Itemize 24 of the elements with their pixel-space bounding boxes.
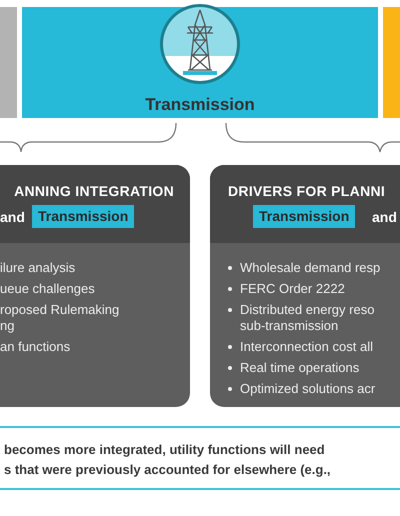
list-item: Distributed energy reso sub-transmission: [240, 302, 376, 334]
info-card: [210, 165, 400, 407]
list-item: Real time operations: [240, 360, 360, 376]
heading-text: and: [0, 208, 25, 227]
note-band: [0, 426, 400, 490]
list-item: Wholesale demand resp: [240, 260, 382, 276]
list-item: Optimized solutions acr: [240, 381, 376, 397]
heading-text: and: [372, 208, 397, 227]
list-item: Interconnection cost all: [240, 339, 374, 355]
list-item: an functions: [0, 339, 72, 355]
list-item: ilure analysis: [0, 260, 76, 276]
list-item: ueue challenges: [0, 281, 96, 297]
color-bar: [0, 7, 17, 118]
highlight-tag: Transmission: [32, 205, 134, 228]
band-title: Transmission: [144, 94, 256, 116]
list-item: FERC Order 2222: [240, 281, 346, 297]
card-heading: ANNING INTEGRATION: [14, 182, 174, 201]
note-text: s that were previously accounted for elsewhere (e.g.,: [4, 461, 331, 479]
info-card: [0, 165, 190, 407]
card-heading: DRIVERS FOR PLANNI: [228, 182, 386, 201]
highlight-tag: Transmission: [253, 205, 356, 228]
note-text: becomes more integrated, utility functions will need: [4, 441, 325, 459]
color-bar: [383, 7, 400, 118]
list-item: roposed Rulemaking ng: [0, 302, 120, 334]
